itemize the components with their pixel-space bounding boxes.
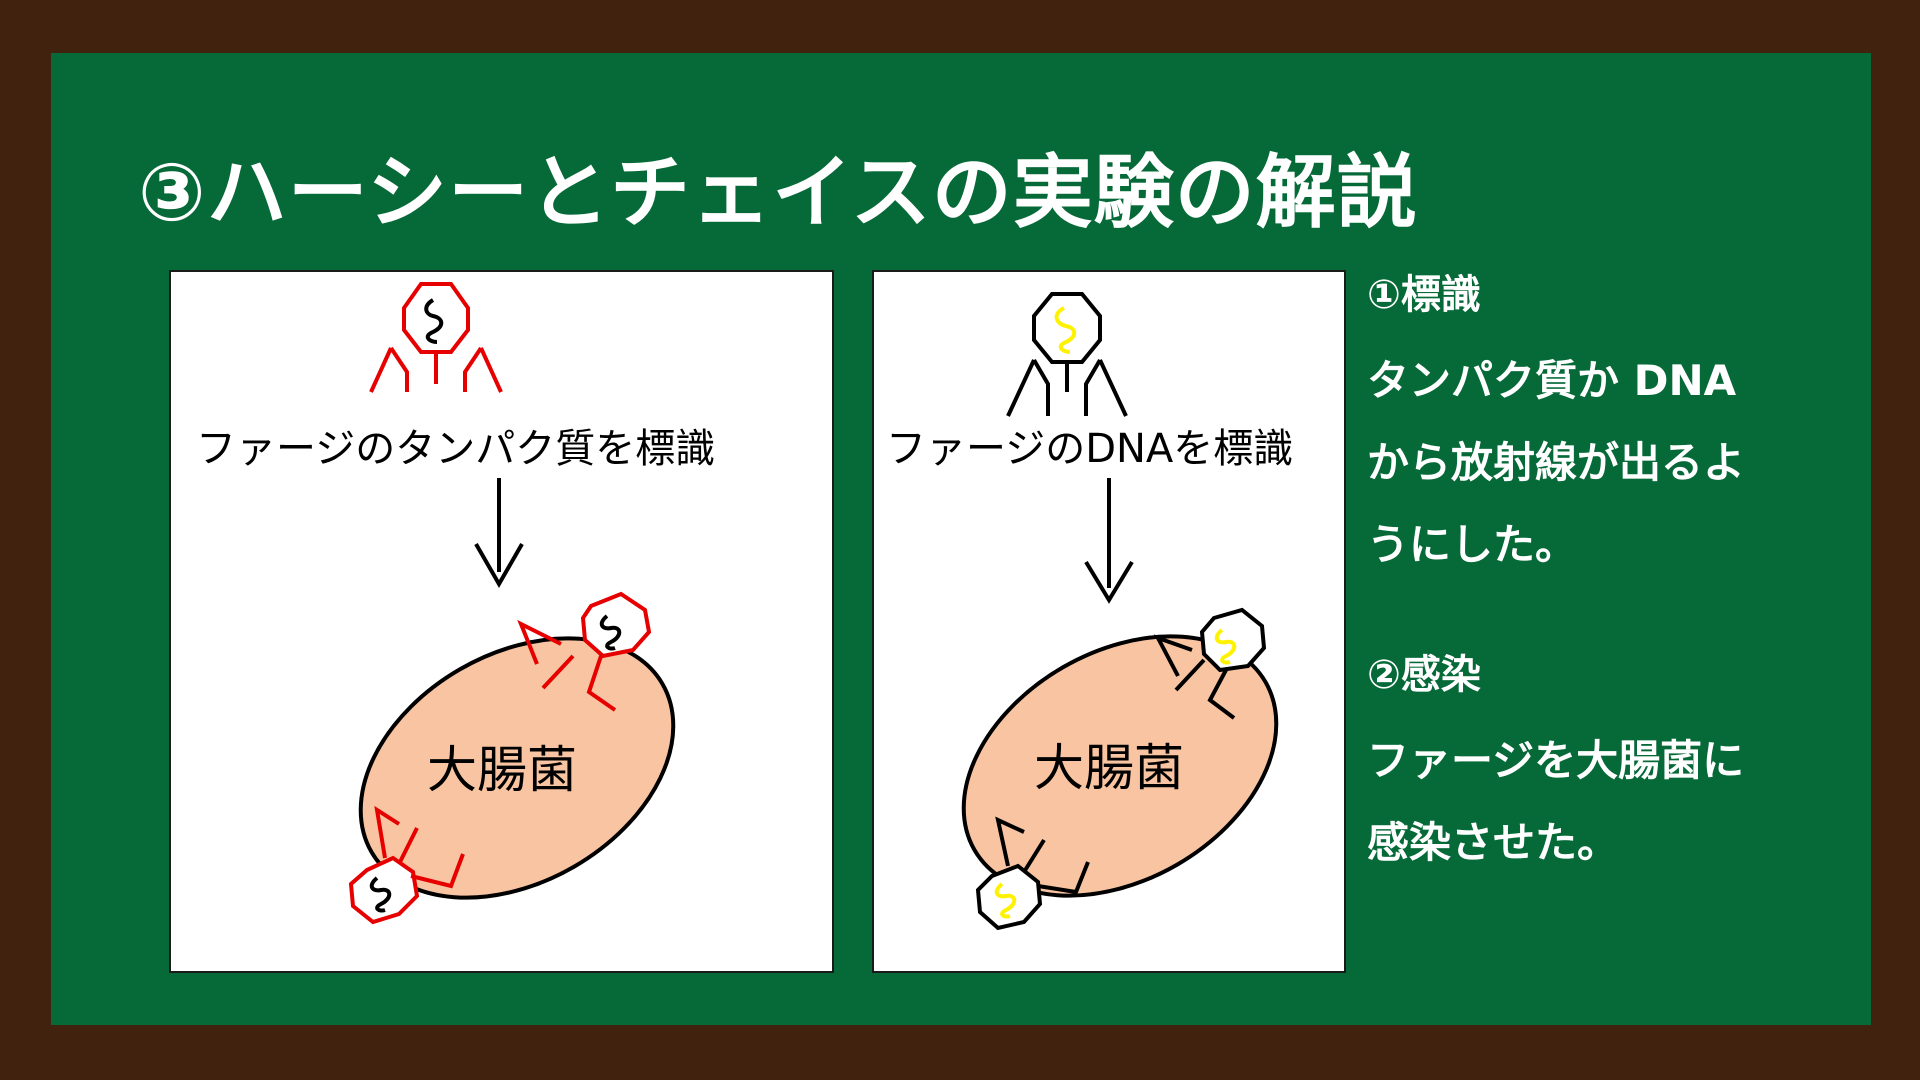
e-coli-label: 大腸菌: [1034, 739, 1184, 797]
attached-phage-upper-dna: [599, 614, 622, 651]
dna-diagram: ファージのDNAを標識: [886, 292, 1293, 931]
e-coli-cell: [358, 636, 676, 900]
step-1-line: タンパク質か DNA: [1367, 356, 1737, 405]
phage-top: [1006, 292, 1128, 417]
step-1-line: から放射線が出るよ: [1367, 438, 1746, 487]
attached-phage-lower: [348, 805, 465, 925]
protein-caption: ファージのタンパク質を標識: [196, 426, 715, 472]
phage-dna: [1054, 306, 1077, 354]
phage-top: [369, 282, 503, 393]
arrow-head: [1084, 560, 1134, 604]
e-coli-label: 大腸菌: [427, 741, 577, 799]
step-1-heading: ①標識: [1367, 272, 1481, 318]
step-2-line: ファージを大腸菌に: [1367, 736, 1745, 785]
step-1-line: うにした。: [1367, 520, 1578, 569]
attached-phage-upper: [1153, 607, 1267, 720]
protein-diagram: ファージのタンパク質を標識: [196, 282, 715, 925]
step-2-body: ファージを大腸菌に 感染させた。: [1367, 720, 1867, 884]
protein-label-panel: ファージのタンパク質を標識 大腸菌: [169, 270, 834, 973]
attached-phage-upper: [517, 591, 652, 712]
arrow-head: [474, 543, 524, 589]
explanation-notes: ①標識 タンパク質か DNA から放射線が出るよ うにした。 ②感染 ファージを…: [1367, 268, 1867, 884]
step-2-line: 感染させた。: [1367, 818, 1620, 867]
attached-phage-upper-dna: [1214, 628, 1237, 665]
e-coli-cell: [961, 634, 1279, 898]
dna-caption: ファージのDNAを標識: [886, 426, 1293, 472]
phage-dna: [424, 298, 444, 344]
step-1-body: タンパク質か DNA から放射線が出るよ うにした。: [1367, 340, 1867, 586]
step-2-heading: ②感染: [1367, 652, 1481, 698]
attached-phage-lower-dna: [994, 882, 1017, 919]
slide-title: ③ハーシーとチェイスの実験の解説: [138, 146, 1418, 239]
dna-label-panel: ファージのDNAを標識 大腸菌: [872, 270, 1346, 973]
attached-phage-lower-dna: [369, 876, 392, 913]
